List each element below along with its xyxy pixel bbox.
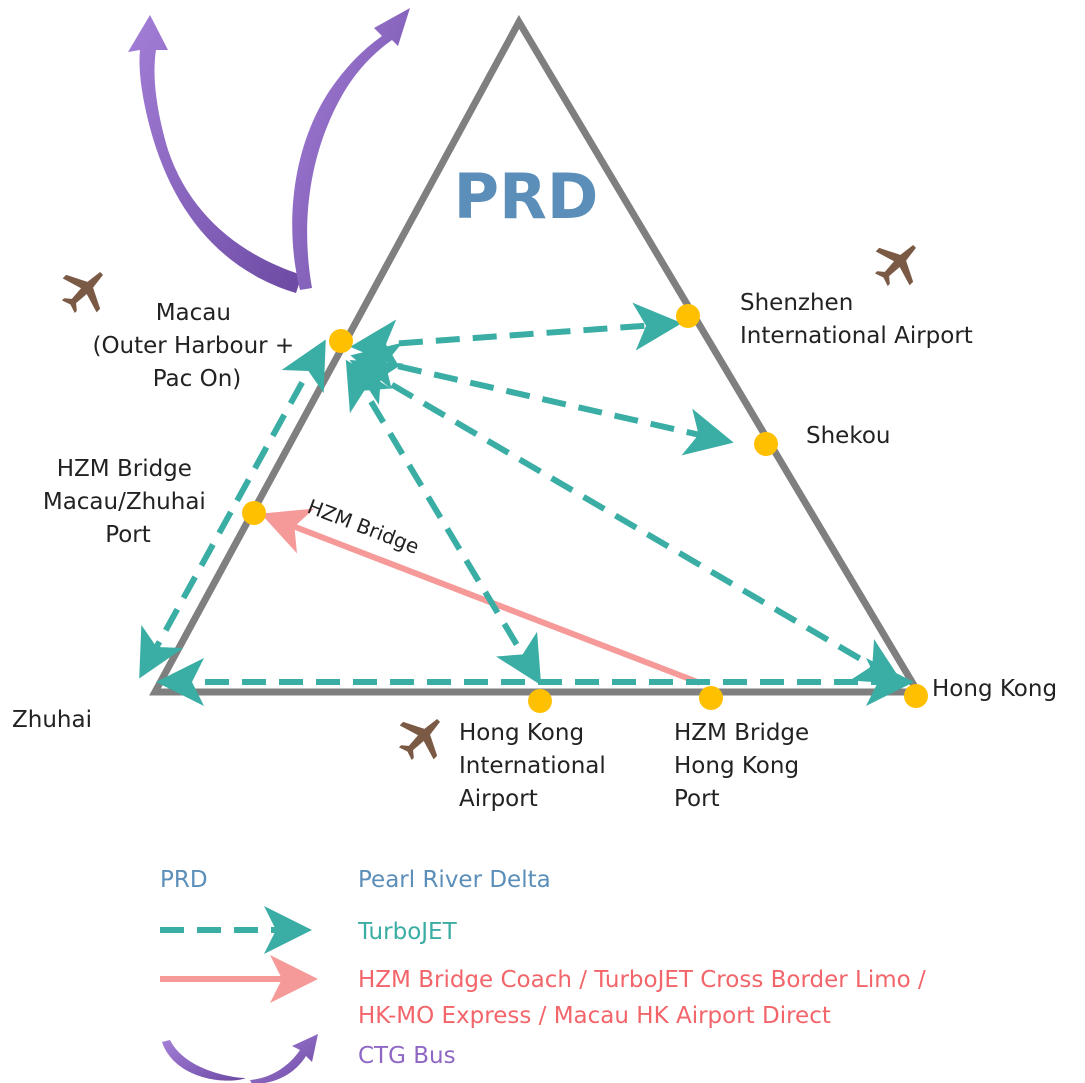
label-shenzhen-airport: Shenzhen International Airport — [740, 290, 973, 349]
nodes — [242, 304, 928, 713]
label-hong-kong: Hong Kong — [932, 676, 1057, 702]
label-hkia: Hong Kong International Airport — [459, 720, 613, 812]
legend-prd-abbr: PRD — [160, 867, 208, 893]
legend-prd-full: Pearl River Delta — [358, 867, 551, 893]
hzm-bridge-label: HZM Bridge — [304, 494, 422, 559]
diagram-title: PRD — [454, 160, 599, 233]
node-shenzhen-airport — [676, 304, 700, 328]
node-shekou — [754, 432, 778, 456]
legend-bridge-label: HZM Bridge Coach / TurboJET Cross Border… — [358, 967, 933, 1029]
plane-icon-hkia — [388, 703, 456, 771]
label-macau: Macau (Outer Harbour + Pac On) — [92, 300, 301, 392]
legend-ctg-label: CTG Bus — [358, 1043, 456, 1069]
label-hzm-macau-port: HZM Bridge Macau/Zhuhai Port — [43, 456, 213, 548]
node-macau — [329, 329, 353, 353]
node-hkia — [528, 689, 552, 713]
legend-ctg-swatch — [162, 1034, 318, 1083]
label-shekou: Shekou — [806, 423, 890, 449]
hzm-bridge-route — [260, 508, 702, 686]
node-hong-kong — [904, 684, 928, 708]
legend: PRD Pearl River Delta TurboJET HZM Bridg… — [160, 867, 933, 1083]
turbojet-routes — [139, 302, 914, 706]
label-hzm-hk-port: HZM Bridge Hong Kong Port — [674, 720, 817, 812]
plane-icon-macau — [51, 256, 119, 324]
node-hzm-hk-port — [699, 686, 723, 710]
node-hzm-macau-port — [242, 501, 266, 525]
ctg-bus-arrows — [128, 8, 410, 293]
legend-turbojet-label: TurboJET — [357, 919, 458, 945]
plane-icon-shenzhen — [864, 229, 932, 297]
label-zhuhai: Zhuhai — [12, 707, 92, 733]
